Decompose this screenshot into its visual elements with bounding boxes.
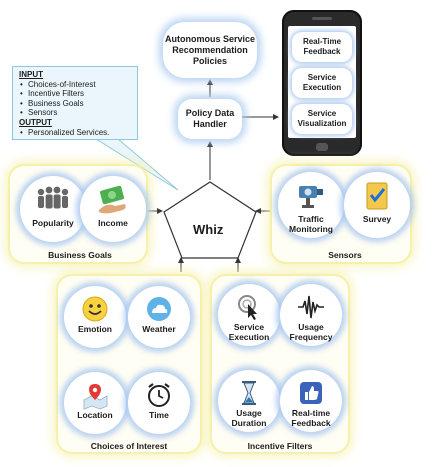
emotion-label: Emotion <box>78 324 112 334</box>
location-label: Location <box>77 410 113 420</box>
hourglass-icon <box>242 381 256 405</box>
map-pin-icon <box>83 384 108 410</box>
business-goals-title: Business Goals <box>48 250 112 260</box>
choices-of-interest-title: Choices of Interest <box>90 441 168 451</box>
money-icon <box>99 185 126 214</box>
service-execution-item: Service Execution <box>218 284 280 346</box>
policy-data-handler-label: Policy Data Handler <box>185 108 235 129</box>
pointer-icon <box>238 295 257 320</box>
phone-screen: Real-Time Feedback Service Execution Ser… <box>288 26 356 138</box>
phone-home-button <box>316 143 328 151</box>
usage-duration-item: Usage Duration <box>218 370 280 432</box>
usage-frequency-label: Usage Frequency <box>289 322 333 342</box>
whiz-label: Whiz <box>193 222 224 237</box>
people-icon <box>37 186 69 209</box>
weather-item: Weather <box>128 286 190 348</box>
alarm-clock-icon <box>148 383 170 407</box>
traffic-camera-icon <box>299 186 323 208</box>
service-execution-label: Service Execution <box>228 322 270 342</box>
waveform-icon <box>298 295 324 319</box>
output-item: Personalized Services. <box>28 128 131 138</box>
input-item: Sensors <box>28 108 131 118</box>
incentive-filters-title: Incentive Filters <box>247 441 313 451</box>
usage-frequency-item: Usage Frequency <box>280 284 342 346</box>
phone-cell-service-execution: Service Execution <box>292 68 352 98</box>
phone-cell-real-time-feedback: Real-Time Feedback <box>292 32 352 62</box>
survey-item: Survey <box>344 172 410 238</box>
income-label: Income <box>98 218 128 228</box>
output-heading: OUTPUT <box>19 117 52 127</box>
time-item: Time <box>128 372 190 434</box>
phone-cell-label: Real-Time Feedback <box>302 37 342 56</box>
thumbs-up-icon <box>300 382 322 404</box>
phone-cell-service-visualization: Service Visualization <box>292 104 352 134</box>
traffic-monitoring-label: Traffic Monitoring <box>289 214 333 234</box>
sensors-title: Sensors <box>328 250 362 260</box>
traffic-monitoring-item: Traffic Monitoring <box>278 172 344 238</box>
cloud-icon <box>147 297 171 321</box>
usage-duration-label: Usage Duration <box>231 408 267 428</box>
policy-data-handler-node: Policy Data Handler <box>178 99 242 139</box>
popularity-item: Popularity <box>20 176 86 242</box>
time-label: Time <box>149 410 169 420</box>
survey-label: Survey <box>362 214 392 224</box>
input-item: Incentive Filters <box>28 89 131 99</box>
input-item: Business Goals <box>28 99 131 109</box>
income-item: Income <box>80 176 146 242</box>
input-item: Choices-of-Interest <box>28 80 131 90</box>
phone-cell-label: Service Execution <box>302 73 342 92</box>
phone-speaker <box>312 17 332 20</box>
output-list: Personalized Services. <box>19 128 131 138</box>
io-callout: INPUT Choices-of-Interest Incentive Filt… <box>12 66 138 140</box>
survey-icon <box>366 182 388 210</box>
emotion-item: Emotion <box>64 286 126 348</box>
location-item: Location <box>64 372 126 434</box>
real-time-feedback-item: Real-time Feedback <box>280 370 342 432</box>
input-list: Choices-of-Interest Incentive Filters Bu… <box>19 80 131 118</box>
weather-label: Weather <box>142 324 176 334</box>
smiley-icon <box>82 296 108 322</box>
input-heading: INPUT <box>19 70 43 79</box>
phone-cell-label: Service Visualization <box>297 109 347 128</box>
smartphone: Real-Time Feedback Service Execution Ser… <box>282 10 362 156</box>
policies-node: Autonomous Service Recommendation Polici… <box>163 22 257 78</box>
policies-label: Autonomous Service Recommendation Polici… <box>164 33 256 66</box>
real-time-feedback-label: Real-time Feedback <box>291 408 331 428</box>
popularity-label: Popularity <box>32 218 74 228</box>
